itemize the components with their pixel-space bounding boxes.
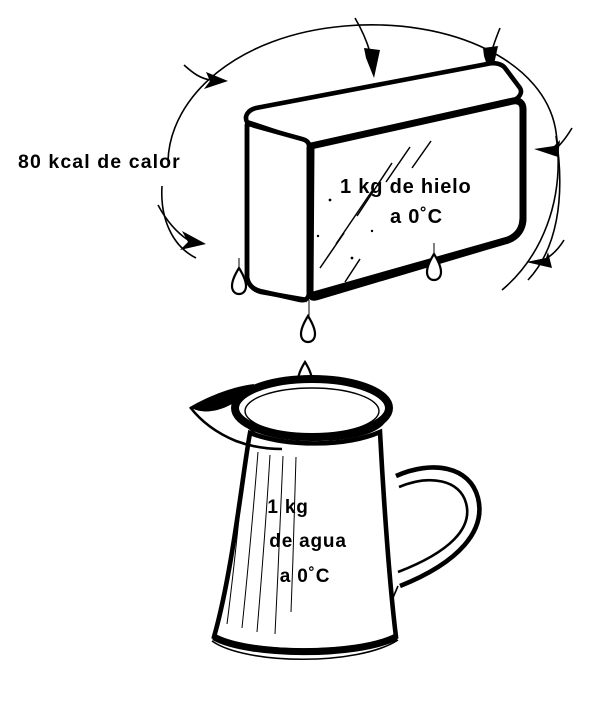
- heat-oval-arc-right: [527, 135, 561, 281]
- ice-left-edge: [244, 124, 308, 303]
- arrowhead: [526, 252, 552, 268]
- spout-upper: [190, 384, 254, 412]
- pitcher-neck-band: [236, 415, 387, 441]
- pitcher-label-line-1: 1 kg: [267, 497, 308, 518]
- handle-inner: [397, 479, 469, 574]
- heat-arrow-lower-left: [157, 204, 206, 250]
- drop-right: [425, 251, 443, 282]
- ice-hanging-drops: [230, 243, 443, 296]
- drop-left: [230, 265, 248, 296]
- pitcher-base-ring: [211, 639, 399, 660]
- drop-falling-1: [299, 313, 317, 344]
- heat-oval-arc-lower-left: [161, 185, 197, 259]
- pitcher-spout: [188, 384, 283, 451]
- pitcher-label-line-3: a 0˚C: [280, 566, 330, 587]
- heat-arrow-right-lower: [526, 239, 565, 268]
- ice-label-line-2: a 0˚C: [390, 205, 443, 228]
- spout-fold: [231, 405, 263, 438]
- pitcher-handle: [391, 465, 482, 601]
- pitcher-rim-inner: [244, 387, 380, 435]
- heat-arrow-right-upper: [534, 127, 573, 157]
- arrowhead: [534, 140, 560, 157]
- spout-lower-lip: [188, 406, 283, 451]
- ice-block: 1 kg de hielo a 0˚C: [243, 60, 527, 303]
- pitcher-shading-lines: [226, 449, 297, 635]
- pitcher-label-line-2: de agua: [269, 531, 346, 552]
- heat-arrows: [157, 17, 573, 268]
- heat-label: 80 kcal de calor: [18, 151, 181, 173]
- arrowhead: [180, 231, 206, 250]
- heat-arrow-top-left-center: [354, 17, 380, 78]
- ice-left-face: [244, 122, 312, 303]
- arrowhead: [204, 72, 228, 89]
- ice-shine-lines: [316, 140, 432, 283]
- ice-front-bottom-edge: [309, 108, 527, 300]
- pitcher-rim-outer: [231, 375, 393, 441]
- ice-label-line-1: 1 kg de hielo: [340, 176, 472, 198]
- pitcher-base-band: [212, 633, 398, 656]
- arrowhead: [364, 48, 380, 78]
- handle-outer: [395, 465, 482, 589]
- heat-arrow-upper-left: [183, 64, 228, 89]
- water-pitcher: 1 kg de agua a 0˚C: [188, 375, 482, 660]
